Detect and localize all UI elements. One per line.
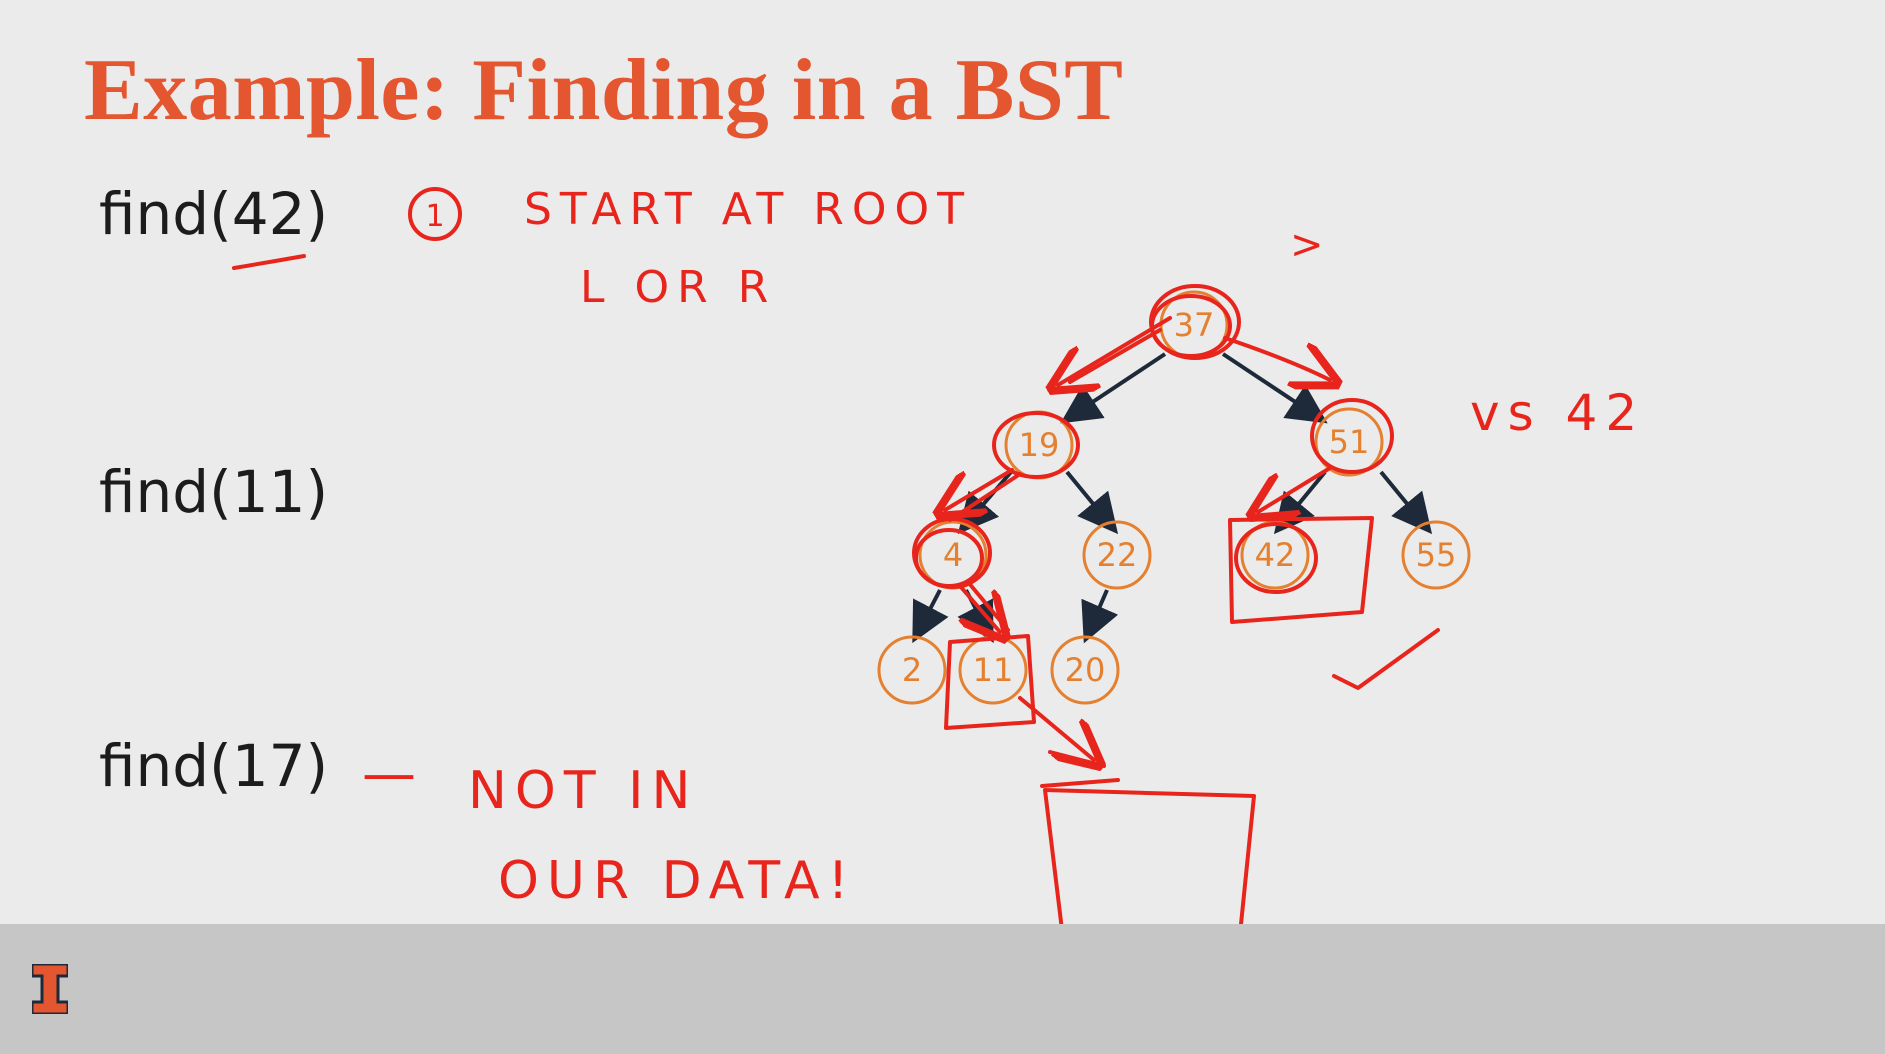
svg-text:19: 19 [1019, 426, 1060, 464]
svg-text:51: 51 [1329, 423, 1370, 461]
edge-22-20 [1081, 589, 1119, 644]
find-11-label: find(11) [99, 458, 329, 526]
edge-19-22 [1065, 470, 1119, 535]
underline-42-ink [232, 254, 306, 270]
step-number: 1 [425, 199, 444, 234]
not-found-line2: OUR DATA! [498, 851, 856, 911]
svg-text:37: 37 [1174, 306, 1215, 344]
svg-text:55: 55 [1416, 536, 1457, 574]
direction-text: L OR R [580, 262, 776, 313]
node-55: 55 [1401, 520, 1471, 590]
not-found-line1: NOT IN [468, 761, 698, 821]
empty-box-ink [1043, 788, 1256, 936]
find-17-label: find(17) [99, 732, 329, 800]
node-11: 11 [958, 635, 1028, 705]
step-circle-ink [408, 187, 462, 241]
node-51: 51 [1314, 407, 1384, 477]
node-20: 20 [1050, 635, 1120, 705]
find-42-label: find(42) [99, 180, 329, 248]
step-text: START AT ROOT [524, 184, 972, 235]
checkmark-ink [1332, 628, 1440, 690]
footer-bar [0, 924, 1885, 1054]
dash-mark: — [362, 742, 416, 805]
edge-37-51 [1221, 352, 1328, 424]
svg-text:11: 11 [973, 651, 1014, 689]
svg-text:22: 22 [1097, 536, 1138, 574]
compare-text: vs 42 [1470, 384, 1645, 442]
search-path-ink [912, 284, 1440, 936]
edge-37-19 [1060, 352, 1167, 424]
node-22: 22 [1082, 520, 1152, 590]
node-2: 2 [877, 635, 947, 705]
svg-text:42: 42 [1255, 536, 1296, 574]
edge-19-4 [957, 470, 1013, 535]
svg-text:20: 20 [1065, 651, 1106, 689]
svg-text:4: 4 [943, 536, 963, 574]
greater-mark: > [1290, 222, 1332, 268]
illinois-block-i-icon [32, 964, 68, 1014]
svg-text:2: 2 [902, 651, 922, 689]
edge-51-55 [1379, 470, 1433, 535]
slide-title: Example: Finding in a BST [84, 42, 1124, 139]
edge-4-2 [912, 589, 949, 644]
